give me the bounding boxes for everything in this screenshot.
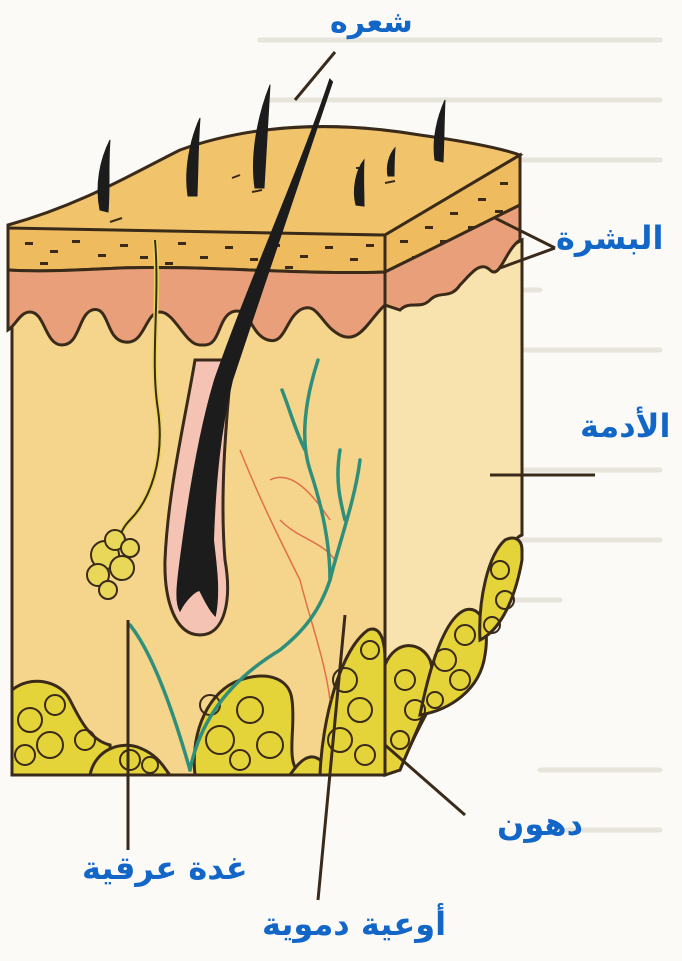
epidermis-dotted-layer [8, 228, 385, 273]
label-epidermis: البشرة [556, 222, 663, 254]
label-sweat-gland: غدة عرقية [82, 852, 248, 884]
label-blood-vessels: أوعية دموية [262, 908, 446, 940]
label-dermis: الأدمة [580, 410, 670, 442]
label-hair: شعره [330, 8, 413, 38]
label-fat: دهون [497, 808, 583, 840]
